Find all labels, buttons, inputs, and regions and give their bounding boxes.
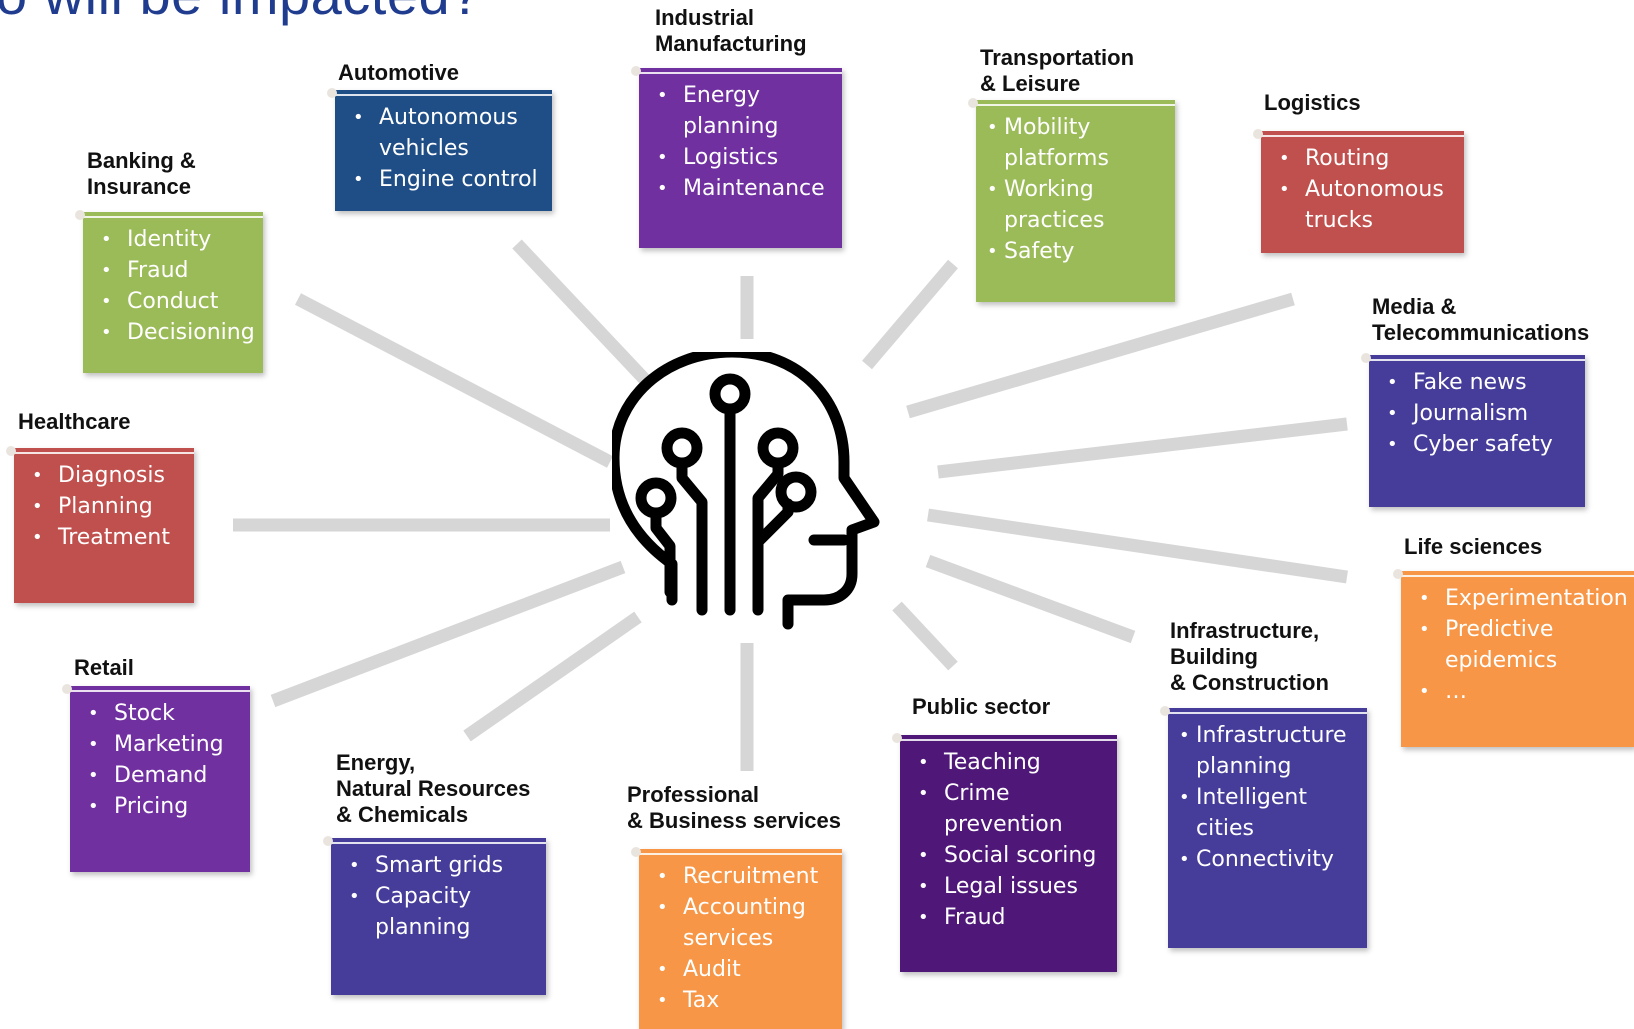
sector-item: Connectivity — [1179, 844, 1357, 875]
sector-item: Autonomous vehicles — [349, 102, 542, 164]
sector-item: Autonomous trucks — [1275, 174, 1454, 236]
sector-item: Journalism — [1383, 398, 1575, 429]
page-title: o will be impacted? — [0, 0, 482, 27]
sector-title-retail: Retail — [74, 655, 134, 680]
sector-item: Fraud — [914, 902, 1107, 933]
sector-item: Energy planning — [653, 80, 832, 142]
sector-item: Legal issues — [914, 871, 1107, 902]
sector-item: Mobility platforms — [987, 112, 1165, 174]
sector-item: Intelligent cities — [1179, 782, 1357, 844]
sector-item: Fake news — [1383, 367, 1575, 398]
ray-retail — [270, 560, 626, 708]
sector-item: Logistics — [653, 142, 832, 173]
sector-item: Capacity planning — [345, 881, 536, 943]
ray-public-sector — [892, 601, 958, 671]
sector-item: Planning — [28, 491, 184, 522]
sector-item: Cyber safety — [1383, 429, 1575, 460]
sector-title-automotive: Automotive — [338, 60, 459, 85]
sector-card-energy-natural-resources-chemicals: Smart grids Capacity planning — [323, 836, 546, 995]
sector-item: Tax — [653, 985, 832, 1016]
sector-item: Accounting services — [653, 892, 832, 954]
sector-card-transportation-leisure: Mobility platforms Working practices Saf… — [968, 98, 1175, 302]
sector-card-professional-business-services: Recruitment Accounting services Audit Ta… — [631, 847, 842, 1029]
sector-item: Fraud — [97, 255, 253, 286]
sector-card-banking-insurance: Identity Fraud Conduct Decisioning — [75, 210, 263, 373]
ray-life-sciences — [927, 508, 1348, 584]
sector-card-media-telecommunications: Fake news Journalism Cyber safety — [1361, 353, 1585, 507]
ray-infrastructure — [925, 554, 1136, 644]
sector-title-infrastructure-building-construction: Infrastructure, Building & Construction — [1170, 618, 1329, 695]
sector-card-public-sector: Teaching Crime prevention Social scoring… — [892, 733, 1117, 972]
sector-item: Decisioning — [97, 317, 255, 348]
sector-title-transportation-leisure: Transportation & Leisure — [980, 45, 1135, 96]
sector-card-infrastructure-building-construction: Infrastructure planning Intelligent citi… — [1160, 706, 1367, 948]
sector-title-healthcare: Healthcare — [18, 409, 131, 434]
sector-card-life-sciences: Experimentation Predictive epidemics … — [1393, 569, 1634, 747]
sector-item: Treatment — [28, 522, 184, 553]
sector-title-logistics: Logistics — [1264, 90, 1361, 115]
sector-title-banking-insurance: Banking & Insurance — [87, 148, 196, 199]
sector-card-healthcare: Diagnosis Planning Treatment — [6, 446, 194, 603]
ai-brain-circuit-head-icon — [612, 352, 880, 630]
sector-card-logistics: Routing Autonomous trucks — [1253, 129, 1464, 253]
sector-card-industrial-manufacturing: Energy planning Logistics Maintenance — [631, 66, 842, 248]
sector-card-retail: Stock Marketing Demand Pricing — [62, 684, 250, 872]
ray-energy — [463, 611, 642, 742]
sector-item: Marketing — [84, 729, 240, 760]
sector-item: Predictive epidemics — [1415, 614, 1624, 676]
sector-card-automotive: Autonomous vehicles Engine control — [327, 88, 552, 211]
sector-item: Experimentation — [1415, 583, 1628, 614]
sector-item: Infrastructure planning — [1179, 720, 1357, 782]
sector-item: Conduct — [97, 286, 253, 317]
ray-automotive — [512, 239, 653, 388]
ray-logistics — [906, 292, 1295, 419]
sector-item: Pricing — [84, 791, 240, 822]
sector-title-public-sector: Public sector — [912, 694, 1051, 719]
sector-item: Identity — [97, 224, 253, 255]
sector-item: Maintenance — [653, 173, 832, 204]
sector-item: Social scoring — [914, 840, 1107, 871]
sector-title-media-telecommunications: Media & Telecommunications — [1372, 294, 1590, 345]
sector-item: Working practices — [987, 174, 1165, 236]
sector-item: Teaching — [914, 747, 1107, 778]
sector-item: Demand — [84, 760, 240, 791]
ray-banking — [294, 293, 614, 468]
sector-item: Audit — [653, 954, 832, 985]
sector-title-industrial-manufacturing: Industrial Manufacturing — [655, 5, 807, 56]
sector-item: Diagnosis — [28, 460, 184, 491]
sector-item: Routing — [1275, 143, 1454, 174]
ray-media — [937, 417, 1348, 479]
sector-item: Stock — [84, 698, 240, 729]
sector-item: Engine control — [349, 164, 542, 195]
sector-title-energy-natural-resources-chemicals: Energy, Natural Resources & Chemicals — [336, 750, 531, 827]
sector-item: Recruitment — [653, 861, 832, 892]
sector-item: Safety — [987, 236, 1165, 267]
sector-item: … — [1415, 676, 1624, 707]
ray-transportation — [862, 259, 958, 370]
sector-item: Smart grids — [345, 850, 536, 881]
sector-item: Crime prevention — [914, 778, 1107, 840]
sector-title-professional-business-services: Professional & Business services — [627, 782, 842, 833]
sector-title-life-sciences: Life sciences — [1404, 534, 1543, 559]
